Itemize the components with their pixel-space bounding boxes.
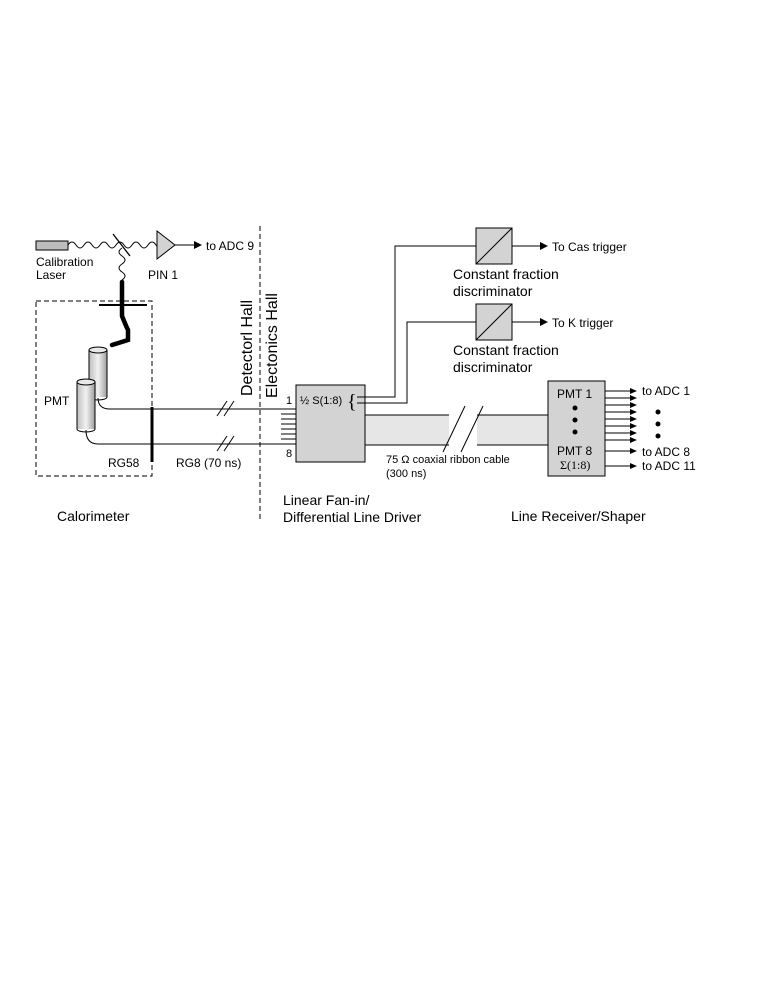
- pmt-label: PMT: [44, 394, 70, 408]
- splitter-line: [112, 233, 131, 257]
- pmt-lower: [76, 378, 96, 433]
- pmt1-label: PMT 1: [557, 387, 592, 401]
- cfd-cas: [475, 227, 513, 265]
- cfd2-label-line1: Constant fraction: [453, 342, 559, 358]
- rg8-label: RG8 (70 ns): [176, 456, 241, 470]
- cfd1-label-line2: discriminator: [453, 283, 533, 299]
- ribbon-break-marks: [442, 405, 484, 453]
- sigma-label: Σ(1:8): [560, 458, 590, 472]
- sum-brace: {: [347, 391, 357, 413]
- cfd-k: [475, 303, 513, 341]
- receiver-label: Line Receiver/Shaper: [511, 508, 646, 524]
- laser-label-line1: Calibration: [36, 255, 93, 269]
- rg58-label: RG58: [108, 456, 140, 470]
- to-adc11-label: to ADC 11: [642, 459, 696, 473]
- pmt8-label: PMT 8: [557, 444, 592, 458]
- k-trigger-line: [357, 321, 476, 404]
- calibration-laser: [35, 240, 69, 251]
- cfd2-label-line2: discriminator: [453, 359, 533, 375]
- sum-label: ½ S(1:8): [300, 395, 342, 407]
- cas-trigger-line: [357, 245, 476, 398]
- cable-break-upper: [216, 400, 235, 417]
- pin-diode-amplifier: [156, 229, 176, 261]
- cable-label-line1: 75 Ω coaxial ribbon cable: [386, 454, 510, 466]
- input-1-label: 1: [286, 395, 292, 407]
- receiver-output-arrows: [605, 388, 637, 469]
- calorimeter-box: [35, 300, 153, 477]
- adc-dots: [655, 409, 661, 439]
- cable-lower: [85, 429, 281, 445]
- cable-label-line2: (300 ns): [386, 468, 426, 480]
- to-cas-trigger-label: To Cas trigger: [552, 240, 627, 254]
- fanin-label-line1: Linear Fan-in/: [283, 492, 369, 508]
- input-8-label: 8: [286, 448, 292, 460]
- to-adc1-label: to ADC 1: [642, 384, 690, 398]
- to-adc8-label: to ADC 8: [642, 445, 690, 459]
- to-k-trigger-label: To K trigger: [552, 316, 613, 330]
- to-adc9-label: to ADC 9: [206, 239, 254, 253]
- input-lines: [281, 408, 296, 445]
- cfd1-label-line1: Constant fraction: [453, 266, 559, 282]
- cable-break-lower: [216, 435, 235, 452]
- line-receiver-box: [547, 380, 606, 477]
- fiber-to-calorimeter: [118, 247, 126, 281]
- laser-label-line2: Laser: [36, 268, 66, 282]
- detector-hall-label: Detectorl Hall: [239, 300, 256, 396]
- linear-fanin-box: [295, 384, 366, 463]
- receiver-dots: [572, 405, 578, 435]
- light-guide-fiber: [109, 279, 131, 348]
- electronics-hall-label: Electonics Hall: [264, 293, 281, 398]
- fanin-label-line2: Differential Line Driver: [283, 509, 422, 525]
- cable-upper: [97, 397, 281, 410]
- pin1-label: PIN 1: [148, 268, 178, 282]
- laser-fiber: [67, 241, 165, 249]
- calorimeter-label: Calorimeter: [57, 508, 130, 524]
